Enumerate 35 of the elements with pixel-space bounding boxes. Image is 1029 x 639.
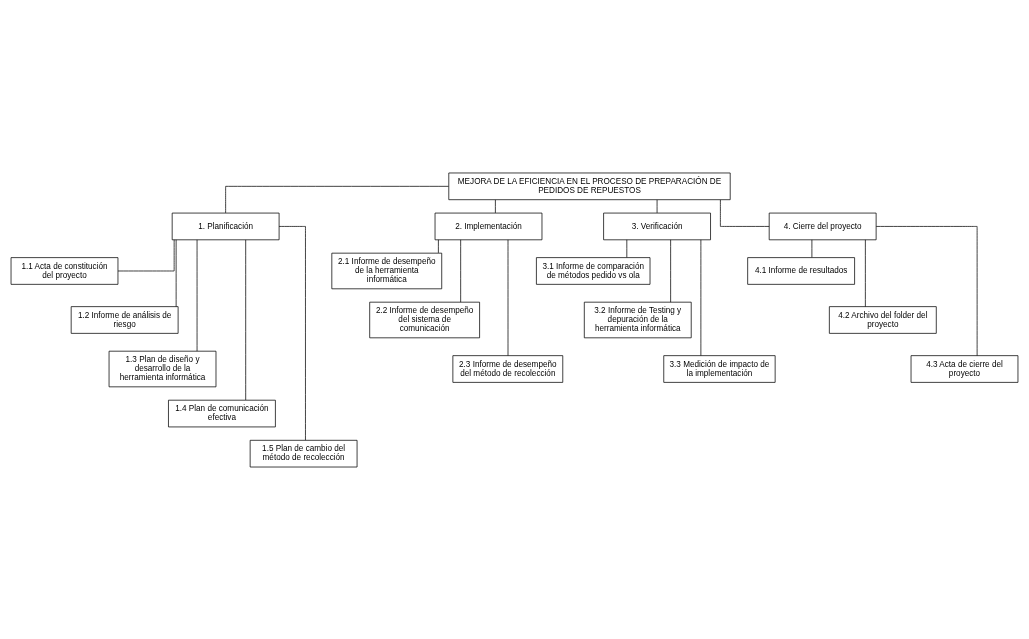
node-box: 3.3 Medición de impacto de la implementación bbox=[663, 354, 776, 383]
connector bbox=[117, 238, 175, 271]
node-box: 2.1 Informe de desempeño de la herramienta informática bbox=[331, 252, 443, 289]
node-box: 1.3 Plan de diseño y desarrollo de la herramienta informática bbox=[108, 350, 217, 387]
node-box: 2.2 Informe de desempeño del sistema de comunicación bbox=[369, 301, 480, 338]
connector bbox=[278, 225, 306, 440]
connector bbox=[245, 239, 247, 400]
connector bbox=[225, 185, 449, 213]
node-box: 2. Implementación bbox=[434, 212, 543, 240]
node-box: MEJORA DE LA EFICIENCIA EN EL PROCESO DE PREPARACIÓN DE PEDIDOS DE REPUESTOS bbox=[448, 172, 731, 200]
node-box: 4.1 Informe de resultados bbox=[747, 256, 855, 285]
connector bbox=[875, 225, 978, 356]
node-box: 3. Verificación bbox=[603, 212, 711, 240]
node-box: 4.3 Acta de cierre del proyecto bbox=[910, 354, 1019, 383]
node-box: 3.1 Informe de comparación de métodos pedido vs ola bbox=[536, 256, 651, 285]
node-box: 4. Cierre del proyecto bbox=[768, 212, 877, 240]
connector bbox=[626, 238, 628, 258]
node-box: 2.3 Informe de desempeño del método de recolección bbox=[452, 354, 564, 383]
node-box: 1.2 Informe de análisis de riesgo bbox=[70, 305, 179, 334]
connector bbox=[865, 238, 866, 307]
node-box: 1.5 Plan de cambio del método de recolección bbox=[249, 439, 358, 467]
connector bbox=[700, 239, 702, 356]
connector bbox=[495, 199, 496, 213]
connector bbox=[507, 239, 509, 356]
node-box: 1.4 Plan de comunicación efectiva bbox=[168, 399, 276, 427]
node-box: 1. Planificación bbox=[171, 212, 280, 240]
node-box: 3.2 Informe de Testing y depuración de la herramienta informática bbox=[583, 301, 692, 338]
connector bbox=[460, 238, 462, 302]
node-box: 1.1 Acta de constitución del proyecto bbox=[10, 256, 119, 285]
connector bbox=[175, 238, 177, 307]
connector bbox=[811, 238, 813, 258]
node-box: 4.2 Archivo del folder del proyecto bbox=[829, 305, 937, 334]
connector bbox=[670, 238, 671, 302]
connector bbox=[438, 238, 439, 253]
connector bbox=[720, 199, 770, 227]
